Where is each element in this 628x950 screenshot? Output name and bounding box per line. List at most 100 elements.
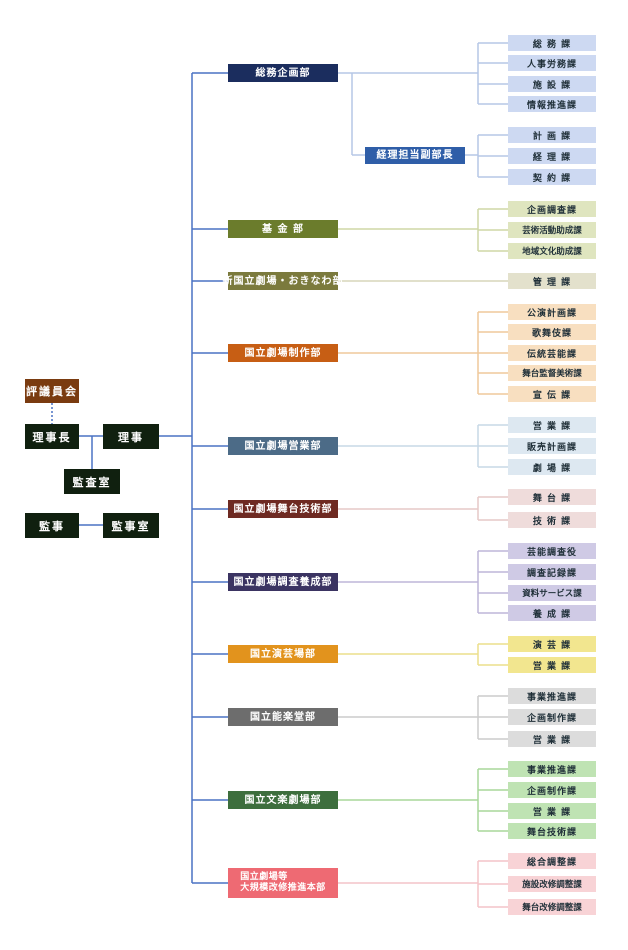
rijicho-label: 理事長 (32, 430, 72, 444)
section-label: 演 芸 課 (532, 640, 572, 651)
section-box: 地域文化助成課 (508, 243, 596, 259)
department-label: 国立劇場等大規模改修推進本部 (240, 872, 326, 893)
section-box: 企画制作課 (508, 782, 596, 798)
section-box: 芸術活動助成課 (508, 222, 596, 238)
section-box: 歌舞伎課 (508, 324, 596, 340)
section-label: 歌舞伎課 (531, 328, 572, 339)
department-label: 国立劇場制作部 (244, 347, 322, 359)
section-label: 宣 伝 課 (532, 390, 572, 401)
section-box: 舞 台 課 (508, 489, 596, 505)
section-label: 営 業 課 (532, 807, 572, 818)
section-label: 計 画 課 (532, 131, 572, 142)
section-box: 事業推進課 (508, 761, 596, 777)
department-label: 国立劇場営業部 (244, 440, 322, 452)
section-label: 養 成 課 (532, 609, 572, 620)
section-box: 芸能調査役 (508, 543, 596, 559)
section-box: 企画調査課 (508, 201, 596, 217)
section-label: 公演計画課 (526, 308, 577, 319)
department-label: 新国立劇場・おきなわ部 (222, 275, 344, 287)
section-box: 経 理 課 (508, 148, 596, 164)
kanji-label: 監事 (39, 519, 65, 533)
department-label: 国立劇場調査養成部 (233, 576, 333, 588)
section-box: 舞台改修調整課 (508, 899, 596, 915)
section-label: 調査記録課 (526, 568, 577, 579)
section-label: 販売計画課 (526, 442, 577, 453)
section-box: 技 術 課 (508, 512, 596, 528)
section-box: 宣 伝 課 (508, 386, 596, 402)
section-label: 劇 場 課 (532, 463, 572, 474)
section-label: 施設改修調整課 (522, 880, 582, 890)
section-label: 資料サービス課 (522, 589, 582, 599)
kanjishitsu-label: 監事室 (111, 519, 151, 533)
section-box: 営 業 課 (508, 657, 596, 673)
section-label: 人事労務課 (526, 59, 577, 70)
rijicho-box: 理事長 (25, 424, 79, 449)
section-box: 劇 場 課 (508, 459, 596, 475)
department-box: 国立文楽劇場部 (228, 791, 338, 809)
section-label: 企画調査課 (526, 205, 577, 216)
section-box: 伝統芸能課 (508, 345, 596, 361)
section-box: 販売計画課 (508, 438, 596, 454)
section-box: 資料サービス課 (508, 585, 596, 601)
department-box: 国立劇場舞台技術部 (228, 500, 338, 518)
section-label: 管 理 課 (532, 277, 572, 288)
section-label: 事業推進課 (526, 692, 577, 703)
section-box: 公演計画課 (508, 304, 596, 320)
section-label: 契 約 課 (532, 173, 572, 184)
department-box: 総務企画部 (228, 64, 338, 82)
section-box: 計 画 課 (508, 127, 596, 143)
section-box: 総 務 課 (508, 35, 596, 51)
section-label: 営 業 課 (532, 735, 572, 746)
department-label: 国立能楽堂部 (250, 711, 316, 723)
section-label: 芸能調査役 (526, 547, 577, 558)
section-label: 舞台監督美術課 (522, 369, 582, 379)
section-box: 演 芸 課 (508, 636, 596, 652)
riji-box: 理事 (103, 424, 159, 449)
section-box: 舞台監督美術課 (508, 365, 596, 381)
section-box: 営 業 課 (508, 803, 596, 819)
section-label: 企画制作課 (526, 786, 577, 797)
sub-department-box: 経理担当副部長 (365, 147, 465, 164)
hyogiin-box: 評議員会 (25, 379, 79, 403)
section-label: 伝統芸能課 (526, 349, 577, 360)
department-label: 国立演芸場部 (250, 648, 316, 660)
department-box: 基 金 部 (228, 220, 338, 238)
section-box: 営 業 課 (508, 731, 596, 747)
section-label: 経 理 課 (532, 152, 572, 163)
kanjishitsu-box: 監事室 (103, 513, 159, 538)
section-label: 事業推進課 (526, 765, 577, 776)
section-label: 営 業 課 (532, 421, 572, 432)
section-box: 管 理 課 (508, 273, 596, 289)
department-label: 国立劇場舞台技術部 (233, 503, 333, 515)
section-box: 総合調整課 (508, 853, 596, 869)
section-label: 技 術 課 (532, 516, 572, 527)
section-label: 総合調整課 (526, 857, 577, 868)
section-box: 養 成 課 (508, 605, 596, 621)
section-box: 舞台技術課 (508, 823, 596, 839)
department-label: 基 金 部 (262, 223, 304, 235)
section-label: 営 業 課 (532, 661, 572, 672)
kansashitsu-label: 監査室 (72, 475, 112, 489)
department-box: 国立劇場等大規模改修推進本部 (228, 868, 338, 898)
department-box: 国立劇場調査養成部 (228, 573, 338, 591)
section-box: 営 業 課 (508, 417, 596, 433)
department-box: 国立劇場営業部 (228, 437, 338, 455)
section-label: 企画制作課 (526, 713, 577, 724)
section-label: 総 務 課 (532, 39, 572, 50)
section-label: 施 設 課 (532, 80, 572, 91)
section-label: 情報推進課 (526, 100, 577, 111)
section-label: 地域文化助成課 (522, 247, 582, 257)
section-box: 事業推進課 (508, 688, 596, 704)
department-label: 経理担当副部長 (376, 150, 454, 161)
department-label: 総務企画部 (255, 67, 311, 79)
section-box: 調査記録課 (508, 564, 596, 580)
department-box: 国立劇場制作部 (228, 344, 338, 362)
riji-label: 理事 (118, 430, 144, 444)
hyogiin-label: 評議員会 (26, 385, 78, 398)
department-box: 新国立劇場・おきなわ部 (223, 272, 343, 290)
section-box: 企画制作課 (508, 709, 596, 725)
section-box: 人事労務課 (508, 55, 596, 71)
section-label: 舞 台 課 (532, 493, 572, 504)
